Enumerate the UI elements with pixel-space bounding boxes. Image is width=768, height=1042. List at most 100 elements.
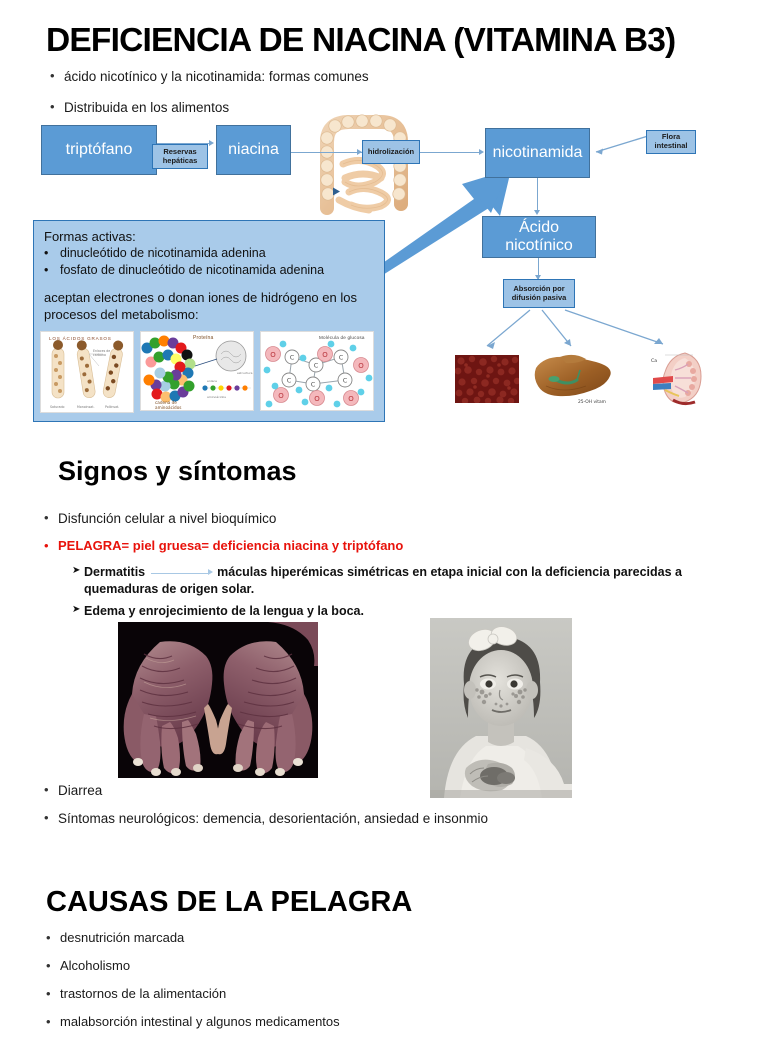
panel-heading: Formas activas:	[44, 229, 136, 244]
list-item: ➤ Edema y enrojecimiento de la lengua y …	[72, 603, 704, 620]
label-box-reservas-hepaticas[interactable]: Reservas hepáticas	[152, 144, 208, 169]
bullet-icon: •	[44, 510, 49, 525]
protein-caption: Proteína	[193, 335, 214, 341]
list-item: • Disfunción celular a nivel bioquímico	[44, 510, 704, 528]
glucose-molecule-diagram: Molécula de glucosa C C C	[260, 331, 374, 411]
play-marker-icon	[332, 183, 341, 201]
intestine-illustration	[305, 112, 423, 217]
svg-text:O: O	[358, 362, 364, 370]
dermatitis-connector-arrow-icon	[145, 568, 217, 578]
slide-niacina-deficiency: DEFICIENCIA DE NIACINA (VITAMINA B3) • á…	[0, 0, 768, 440]
bullet-label: ácido nicotínico y la nicotinamida: form…	[64, 69, 369, 84]
svg-text:O: O	[348, 395, 354, 403]
pellagra-hands-photo	[118, 622, 318, 778]
bullet-icon: •	[46, 1013, 51, 1029]
list-item: • dinucleótido de nicotinamida adenina	[44, 245, 374, 262]
connector-absorcion-organs	[455, 308, 705, 354]
svg-text:C: C	[343, 377, 348, 385]
bullet-label: malabsorción intestinal y algunos medica…	[60, 1013, 340, 1029]
flow-box-niacina[interactable]: niacina	[216, 125, 291, 175]
bullet-icon: •	[50, 68, 55, 83]
svg-text:estructura: estructura	[237, 371, 253, 375]
bullet-icon: •	[46, 985, 51, 1001]
list-item: • ácido nicotínico y la nicotinamida: fo…	[50, 68, 570, 86]
flow-box-nicotinamida[interactable]: nicotinamida	[485, 128, 590, 178]
bullet-icon: •	[46, 930, 51, 945]
fatty-acids-caption: LOS ÁCIDOS GRASOS	[49, 336, 112, 341]
intro-bullet-list: • ácido nicotínico y la nicotinamida: fo…	[50, 68, 570, 129]
connector-hidrolizacion-nicotinamida	[420, 152, 482, 154]
bullet-label: Síntomas neurológicos: demencia, desorie…	[58, 810, 489, 826]
svg-text:O: O	[314, 395, 320, 403]
arrowhead-icon	[209, 139, 214, 146]
section-title-causas: CAUSAS DE LA PELAGRA	[46, 886, 413, 918]
bullet-icon: •	[46, 957, 51, 973]
panel-item-label: dinucleótido de nicotinamida adenina	[60, 246, 266, 260]
panel-item-label: fosfato de dinucleótido de nicotinamida …	[60, 262, 325, 277]
section-title-signos: Signos y síntomas	[58, 456, 297, 486]
connector-flora-nicotinamida	[588, 132, 650, 158]
bullet-icon: •	[44, 537, 49, 553]
bullet-label: Disfunción celular a nivel bioquímico	[58, 511, 277, 526]
slide-signos-sintomas: Signos y síntomas • Disfunción celular a…	[0, 440, 768, 860]
list-item: • trastornos de la alimentación	[46, 986, 706, 1003]
list-item: • Diarrea	[44, 782, 704, 800]
edema-label: Edema y enrojecimiento de la lengua y la…	[84, 603, 364, 618]
flow-box-acido-nicotinico[interactable]: Ácido nicotínico	[482, 216, 596, 258]
panel-image-strip: LOS ÁCIDOS GRASOS	[38, 331, 382, 419]
arrowhead-icon	[479, 148, 484, 155]
svg-text:aminoácidos: aminoácidos	[207, 395, 226, 399]
svg-text:Monoinsat.: Monoinsat.	[77, 405, 94, 409]
svg-text:cadena de: cadena de	[155, 400, 177, 405]
dermatitis-label: Dermatitis	[84, 564, 146, 579]
bullet-icon: •	[44, 246, 49, 260]
label-box-flora-intestinal[interactable]: Flora intestinal	[646, 130, 696, 154]
list-item-pelagra: • PELAGRA= piel gruesa= deficiencia niac…	[44, 538, 704, 554]
list-item: • Síntomas neurológicos: demencia, desor…	[44, 810, 704, 828]
svg-text:Enlaces de: Enlaces de	[93, 349, 110, 353]
bullet-icon: •	[44, 262, 49, 277]
big-blue-arrow-icon	[358, 168, 516, 278]
fatty-acids-diagram: LOS ÁCIDOS GRASOS	[40, 331, 134, 413]
svg-text:C: C	[311, 381, 316, 389]
connector-triptofano-niacina	[157, 143, 211, 145]
bullet-label: trastornos de la alimentación	[60, 985, 227, 1001]
protein-chain-diagram: Proteína	[140, 331, 254, 411]
connector-niacina-hidrolizacion	[291, 152, 367, 154]
liver-caption: 25-OH vitam	[578, 399, 606, 405]
dermatitis-description: máculas hiperémicas simétricas en etapa …	[84, 564, 682, 596]
svg-text:C: C	[339, 354, 344, 362]
flow-box-triptofano[interactable]: triptófano	[41, 125, 157, 175]
list-item: • fosfato de dinucleótido de nicotinamid…	[44, 262, 374, 279]
label-box-absorcion-difusion-pasiva[interactable]: Absorción por difusión pasiva	[503, 279, 575, 308]
svg-text:C: C	[290, 354, 295, 362]
connector-nicotinamida-acido	[537, 178, 539, 212]
arrowhead-icon	[534, 275, 541, 280]
svg-text:C: C	[287, 377, 292, 385]
pellagra-child-photo	[430, 618, 572, 798]
arrowhead-icon	[533, 210, 540, 215]
chevron-right-icon: ➤	[72, 564, 81, 576]
symptoms-list-secondary: • Diarrea • Síntomas neurológicos: demen…	[44, 782, 704, 837]
svg-text:Saturado: Saturado	[50, 405, 65, 409]
chevron-right-icon: ➤	[72, 603, 81, 615]
svg-text:O: O	[278, 392, 284, 400]
bullet-label: desnutrición marcada	[60, 930, 185, 945]
glucose-caption: Molécula de glucosa	[319, 335, 365, 340]
svg-text:O: O	[270, 351, 276, 359]
list-item: • Distribuida en los alimentos	[50, 99, 570, 117]
arrowhead-icon	[357, 148, 362, 155]
page-title: DEFICIENCIA DE NIACINA (VITAMINA B3)	[46, 22, 676, 59]
svg-text:aminoácidos: aminoácidos	[155, 405, 181, 410]
slide-causas-pelagra: CAUSAS DE LA PELAGRA • desnutrición marc…	[0, 880, 768, 1029]
bullet-label: Alcoholismo	[60, 957, 131, 973]
causas-list: • desnutrición marcada • Alcoholismo • t…	[46, 930, 706, 1042]
blood-tissue-image	[454, 355, 521, 405]
svg-text:O: O	[322, 351, 328, 359]
bullet-icon: •	[44, 809, 49, 825]
label-box-hidrolizacion[interactable]: hidrolización	[362, 140, 420, 164]
panel-formas-activas: Formas activas: • dinucleótido de nicoti…	[33, 220, 385, 422]
